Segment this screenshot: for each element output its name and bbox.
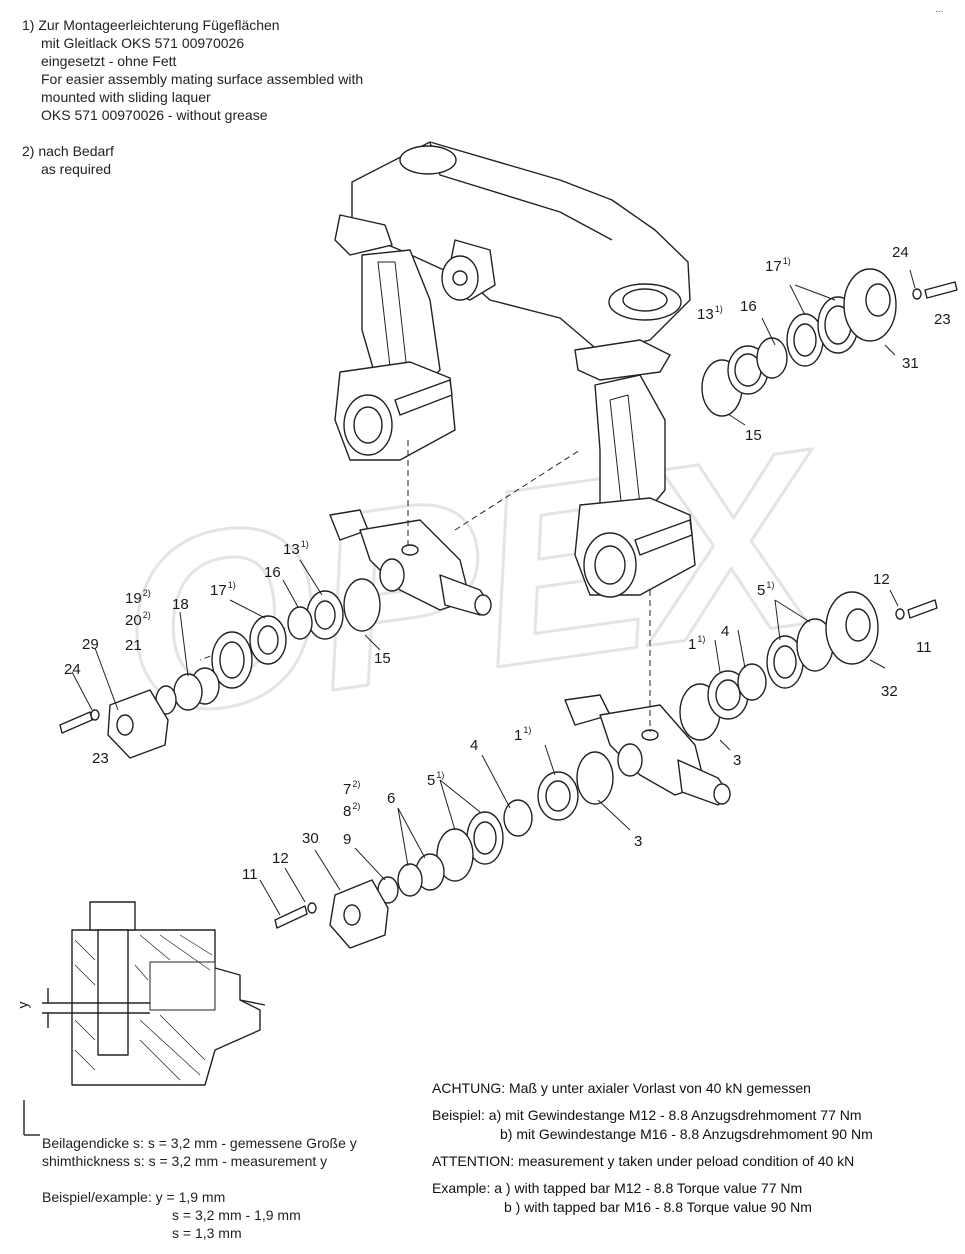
- note-1: 1) Zur Montageerleichterung Fügeflächen …: [22, 16, 363, 124]
- callout-17-upper: 171): [765, 256, 791, 275]
- callout-6: 6: [387, 790, 396, 807]
- callout-8: 82): [343, 801, 361, 820]
- callout-13-left: 131): [283, 539, 309, 558]
- callout-11-lower: 11: [242, 866, 258, 883]
- pivot-pin-upper: [329, 509, 492, 616]
- callout-15-left: 15: [374, 650, 391, 667]
- callout-31: 31: [902, 355, 919, 372]
- parts-stack-lower: [274, 751, 614, 949]
- callout-12-right: 12: [873, 571, 890, 588]
- note-1-line-2: mit Gleitlack OKS 571 00970026: [41, 35, 245, 51]
- callout-32: 32: [881, 683, 898, 700]
- note-2-line-1: 2) nach Bedarf: [22, 143, 114, 159]
- callout-20: 202): [125, 610, 151, 629]
- shim-example-1: Beispiel/example: y = 1,9 mm: [42, 1189, 226, 1205]
- parts-stack-left: [59, 578, 381, 759]
- corner-mark: ...: [935, 4, 944, 15]
- callout-3-right: 3: [733, 752, 742, 769]
- callout-24-left: 24: [64, 661, 81, 678]
- callout-5-lower: 51): [427, 770, 445, 789]
- callout-3-lower: 3: [634, 833, 643, 850]
- callout-1-lower: 11): [514, 725, 532, 744]
- note-1-line-4: For easier assembly mating surface assem…: [41, 71, 364, 87]
- callout-18: 18: [172, 596, 189, 613]
- achtung-de-title: ACHTUNG: Maß y unter axialer Vorlast von…: [432, 1080, 811, 1096]
- callout-23-upper: 23: [934, 311, 951, 328]
- note-1-line-3: eingesetzt - ohne Fett: [41, 53, 177, 69]
- callout-19: 192): [125, 588, 151, 607]
- callout-29: 29: [82, 636, 99, 653]
- pivot-pin-lower: [564, 694, 731, 806]
- callout-4-lower: 4: [470, 737, 479, 754]
- callout-17-left: 171): [210, 580, 236, 599]
- achtung-de-example-a: Beispiel: a) mit Gewindestange M12 - 8.8…: [432, 1107, 862, 1123]
- callout-15-upper: 15: [745, 427, 762, 444]
- callout-5-right: 51): [757, 580, 775, 599]
- note-2-line-2: as required: [41, 161, 112, 177]
- callout-13-upper: 131): [697, 304, 723, 323]
- achtung-block: ACHTUNG: Maß y unter axialer Vorlast von…: [432, 1079, 873, 1217]
- callout-16-upper: 16: [740, 298, 757, 315]
- note-1-line-6: OKS 571 00970026 - without grease: [41, 107, 268, 123]
- achtung-en-title: ATTENTION: measurement y taken under pel…: [432, 1153, 855, 1169]
- callout-23-left: 23: [92, 750, 109, 767]
- section-y-label: y: [14, 1001, 31, 1009]
- shim-block: Beilagendicke s: s = 3,2 mm - gemessene …: [42, 1134, 357, 1242]
- achtung-en-example-b: b ) with tapped bar M16 - 8.8 Torque val…: [504, 1199, 812, 1215]
- callout-16-left: 16: [264, 564, 281, 581]
- axle-beam: [334, 141, 691, 381]
- callout-1-right: 11): [688, 634, 706, 653]
- callout-21: 21: [125, 637, 142, 654]
- callout-7: 72): [343, 779, 361, 798]
- parts-stack-right-middle: [679, 591, 938, 741]
- achtung-en-example-a: Example: a ) with tapped bar M12 - 8.8 T…: [432, 1180, 803, 1196]
- callout-30: 30: [302, 830, 319, 847]
- shim-de: Beilagendicke s: s = 3,2 mm - gemessene …: [42, 1135, 357, 1151]
- right-leg: [574, 374, 696, 598]
- parts-stack-upper-right: [701, 268, 958, 417]
- shim-en: shimthickness s: s = 3,2 mm - measuremen…: [42, 1153, 328, 1169]
- left-leg: [334, 249, 456, 461]
- callout-24-upper: 24: [892, 244, 909, 261]
- shim-example-2: s = 3,2 mm - 1,9 mm: [172, 1207, 301, 1223]
- callout-9: 9: [343, 831, 352, 848]
- shim-example-3: s = 1,3 mm: [172, 1225, 242, 1241]
- callout-11-right: 11: [916, 639, 932, 656]
- callout-12-lower: 12: [272, 850, 289, 867]
- callout-4-right: 4: [721, 623, 730, 640]
- note-1-line-5: mounted with sliding laquer: [41, 89, 211, 105]
- section-detail: [23, 901, 266, 1136]
- note-2: 2) nach Bedarf as required: [22, 142, 114, 178]
- note-1-line-1: 1) Zur Montageerleichterung Fügeflächen: [22, 17, 280, 33]
- achtung-de-example-b: b) mit Gewindestange M16 - 8.8 Anzugsdre…: [500, 1126, 873, 1142]
